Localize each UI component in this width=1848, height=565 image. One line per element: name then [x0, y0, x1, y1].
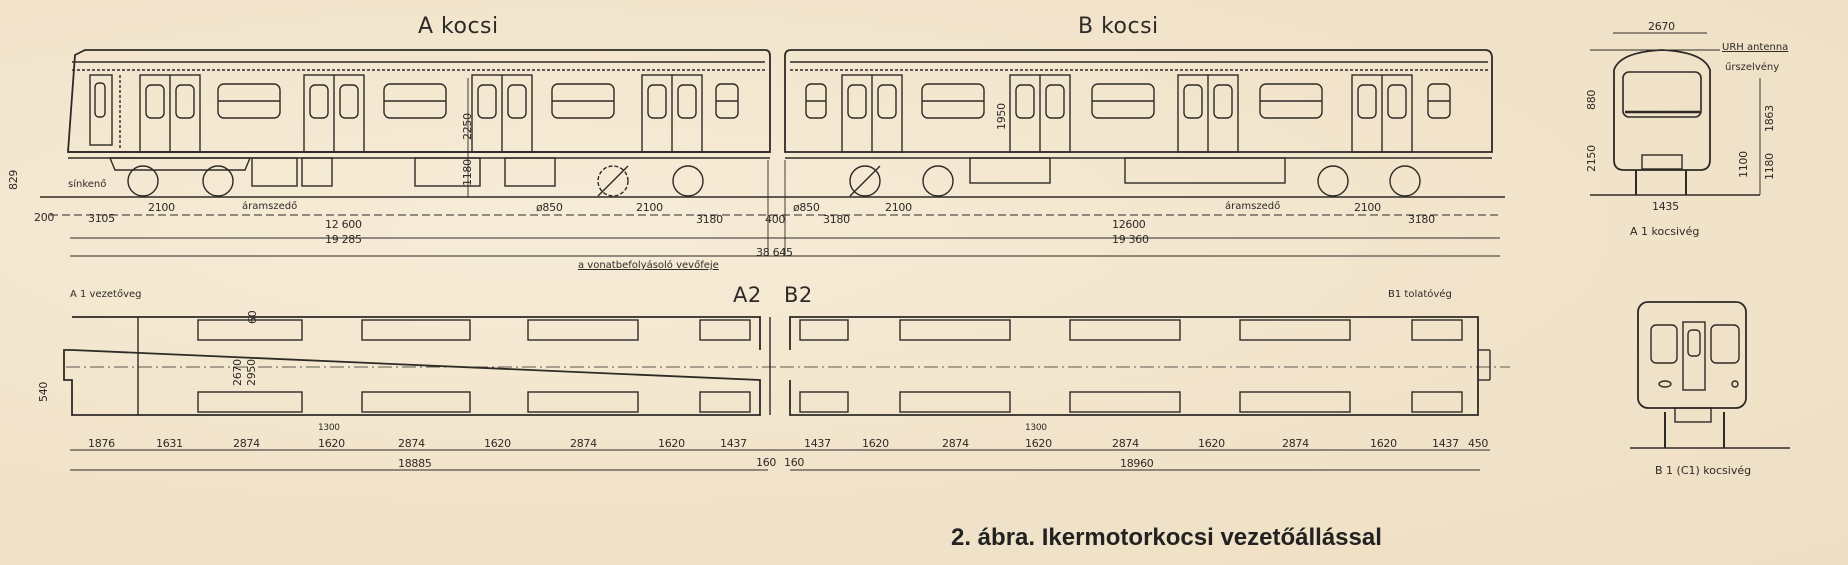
dim-a-total: 18885 [398, 457, 432, 470]
label-gauge: űrszelvény [1725, 62, 1780, 73]
plan-view-a [63, 316, 780, 416]
dim-a-seg: 1620 [658, 437, 685, 450]
end-view-a1 [1590, 32, 1761, 196]
dim-b-front-overhang: 3180 [823, 213, 850, 226]
dim-b-height: 1950 [995, 103, 1008, 130]
car-a-title: A kocsi [418, 14, 499, 39]
dim-a-seg: 1620 [484, 437, 511, 450]
car-b-title: B kocsi [1078, 14, 1159, 39]
dim-cab-offset: 540 [37, 381, 50, 402]
dim-a1-track-gauge: 1435 [1652, 200, 1679, 213]
dim-b-seg: 2874 [1282, 437, 1309, 450]
side-dimension-lines [50, 78, 1500, 257]
dim-a-seg: 1876 [88, 437, 115, 450]
label-sinkeno: sínkenő [68, 179, 107, 190]
dim-inner-width: 2670 [231, 359, 244, 386]
dim-a-seg: 2874 [570, 437, 597, 450]
dim-a-seg: 2874 [233, 437, 260, 450]
plan-view-b [780, 316, 1510, 416]
dim-coupler-gap: 400 [765, 213, 786, 226]
dim-b-wheel: ø850 [793, 201, 820, 214]
dim-b-seg: 450 [1468, 437, 1489, 450]
dim-b-rear-overhang: 3180 [1408, 213, 1435, 226]
dim-door-width-b: 1300 [1025, 423, 1047, 433]
dim-b-wheelbase-1: 2100 [885, 201, 912, 214]
side-view-b-car [784, 49, 1493, 197]
dim-a1-gauge: 1863 [1763, 105, 1776, 132]
label-antenna: URH antenna [1722, 42, 1789, 53]
dim-a-overhang: 3105 [88, 212, 115, 225]
dim-b-total: 18960 [1120, 457, 1154, 470]
dim-a1-floor-2: 1180 [1763, 153, 1776, 180]
dim-a-wheel: ø850 [536, 201, 563, 214]
dim-outer-width: 2950 [245, 359, 258, 386]
label-aramszedo-b: áramszedő [1225, 201, 1281, 212]
dim-a1-window: 880 [1585, 89, 1598, 110]
label-receiver: a vonatbefolyásoló vevőfeje [578, 260, 719, 271]
dim-b-seg: 2874 [1112, 437, 1139, 450]
dim-a-seg: 1620 [318, 437, 345, 450]
end-view-b1 [1630, 301, 1790, 449]
dim-a-length: 19 285 [325, 233, 362, 246]
side-view-a-car [40, 49, 1505, 198]
label-aramszedo-a: áramszedő [242, 201, 298, 212]
dim-b-length: 19 360 [1112, 233, 1149, 246]
label-coupling-b2: B2 [784, 283, 813, 307]
label-a1-cab-end: A 1 vezetőveg [70, 289, 142, 300]
dim-b-seg: 1437 [804, 437, 831, 450]
dim-b-bogie-centers: 12600 [1112, 218, 1146, 231]
dim-buffer-height: 829 [7, 169, 20, 190]
dim-a-rear-overhang: 3180 [696, 213, 723, 226]
dim-train-length: 38 645 [756, 246, 793, 259]
dim-b-seg: 1620 [1370, 437, 1397, 450]
dim-b-seg: 1620 [862, 437, 889, 450]
dim-b-gap: 160 [784, 456, 805, 469]
plan-dimension-lines [70, 449, 1490, 471]
dim-b-seg: 1437 [1432, 437, 1459, 450]
label-b1-shunting-end: B1 tolatóvég [1388, 289, 1452, 300]
dim-a-seg: 2874 [398, 437, 425, 450]
label-coupling-a2: A2 [733, 283, 762, 307]
dim-a-seg: 1631 [156, 437, 183, 450]
dim-door-width-a: 1300 [318, 423, 340, 433]
dim-a-bogie-centers: 12 600 [325, 218, 362, 231]
dim-a-floor: 1180 [461, 159, 474, 186]
dim-b-wheelbase-2: 2100 [1354, 201, 1381, 214]
dim-front-offset: 200 [34, 211, 55, 224]
dim-a-seg: 1437 [720, 437, 747, 450]
dim-a1-roof: 2150 [1585, 145, 1598, 172]
dim-a-wheelbase-1: 2100 [148, 201, 175, 214]
dim-a-gap: 160 [756, 456, 777, 469]
dim-b-seg: 1620 [1025, 437, 1052, 450]
dim-a1-floor-1: 1100 [1737, 151, 1750, 178]
dim-door-inset: 60 [246, 310, 259, 324]
dim-a-height: 2250 [461, 113, 474, 140]
figure-caption: 2. ábra. Ikermotorkocsi vezetőállással [951, 524, 1382, 551]
a1-end-title: A 1 kocsivég [1630, 225, 1700, 238]
dim-a1-width: 2670 [1648, 20, 1675, 33]
dim-b-seg: 1620 [1198, 437, 1225, 450]
dim-b-seg: 2874 [942, 437, 969, 450]
dim-a-wheelbase-2: 2100 [636, 201, 663, 214]
b1-end-title: B 1 (C1) kocsivég [1655, 464, 1752, 477]
